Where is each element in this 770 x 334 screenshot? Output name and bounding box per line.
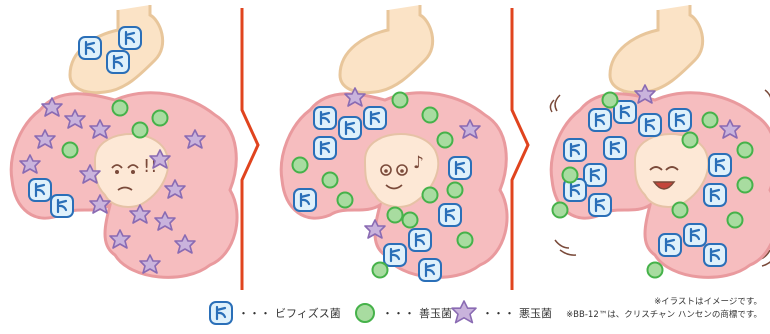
legend-good-bacteria: ・・・ 善玉菌 bbox=[352, 298, 452, 328]
panel-2: ♪ bbox=[279, 3, 509, 283]
panel-3 bbox=[549, 3, 770, 279]
face-3 bbox=[649, 166, 679, 190]
music-note: ♪ bbox=[413, 153, 424, 173]
bad-bacteria-icon bbox=[451, 300, 477, 324]
separator-1 bbox=[240, 8, 260, 290]
legend-label-bifidobacteria: ビフィズス菌 bbox=[275, 307, 341, 320]
panel-1: !! bbox=[9, 3, 239, 279]
footnote-illustration: ※イラストはイメージです。 bbox=[654, 297, 762, 307]
footnotes: ※イラストはイメージです。 ※BB-12™は、クリスチャン ハンセンの商標です。 bbox=[566, 296, 762, 322]
legend-label-good-bacteria: 善玉菌 bbox=[419, 307, 452, 320]
motion-lines bbox=[549, 89, 770, 267]
gut-illustration: !! ♪ bbox=[9, 3, 770, 290]
legend-dots: ・・・ bbox=[482, 307, 515, 320]
legend-label-bad-bacteria: 悪玉菌 bbox=[519, 307, 552, 320]
good-bacteria-icon bbox=[355, 303, 375, 323]
bifidobacteria-icon bbox=[209, 301, 233, 325]
separator-2 bbox=[510, 8, 530, 290]
legend-bad-bacteria: ・・・ 悪玉菌 bbox=[450, 298, 552, 328]
face-1: !! bbox=[111, 156, 157, 191]
surprise-mark: !! bbox=[143, 156, 157, 177]
legend-bifidobacteria: ・・・ ビフィズス菌 bbox=[208, 298, 341, 328]
legend-dots: ・・・ bbox=[382, 307, 415, 320]
legend-dots: ・・・ bbox=[238, 307, 271, 320]
face-2: ♪ bbox=[380, 153, 424, 190]
footnote-trademark: ※BB-12™は、クリスチャン ハンセンの商標です。 bbox=[566, 310, 762, 320]
